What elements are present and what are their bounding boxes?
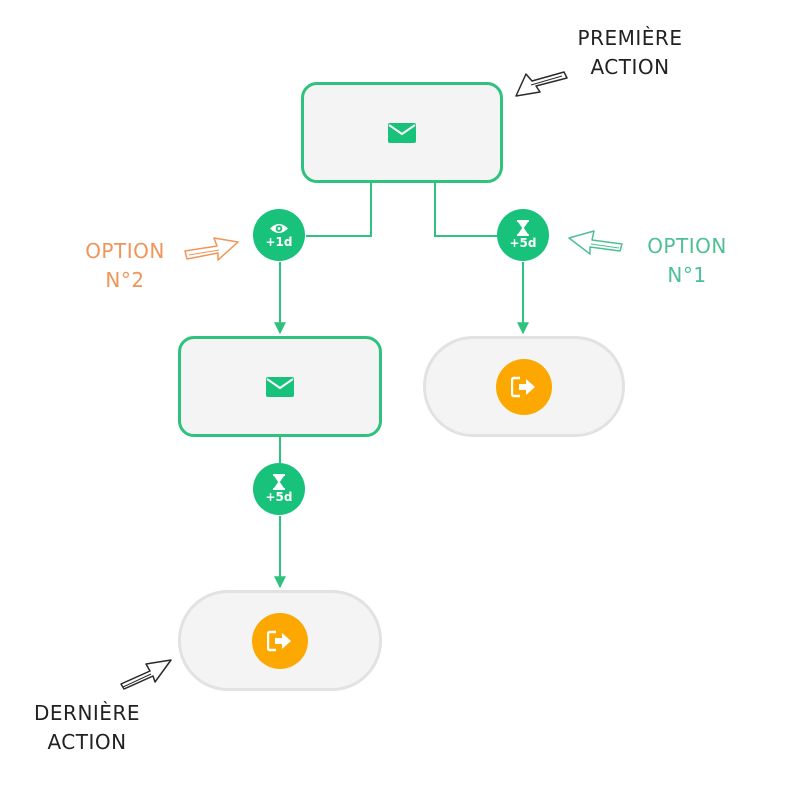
annotation-line: ACTION <box>47 730 127 754</box>
annotation-derniere-action: DERNIÈRE ACTION <box>12 699 162 757</box>
annotation-premiere-action: PREMIÈRE ACTION <box>555 24 705 82</box>
sketch-arrow-premiere <box>515 71 568 97</box>
exit-node-right[interactable] <box>423 336 625 437</box>
eye-icon <box>270 223 288 233</box>
exit-node-bottom[interactable] <box>178 590 382 691</box>
annotation-line: DERNIÈRE <box>34 701 140 725</box>
envelope-icon <box>388 122 416 143</box>
annotation-line: N°1 <box>667 263 707 287</box>
annotation-line: OPTION <box>85 239 165 263</box>
step-label: +1d <box>265 234 293 249</box>
sketch-arrow-option2 <box>184 237 239 261</box>
annotation-option-2: OPTION N°2 <box>65 237 185 295</box>
exit-icon <box>511 376 535 397</box>
annotation-line: N°2 <box>105 268 145 292</box>
sketch-arrow-derniere <box>120 659 172 690</box>
connector-first-to-option1 <box>434 182 497 237</box>
annotation-line: ACTION <box>590 55 670 79</box>
annotation-line: OPTION <box>647 234 727 258</box>
step-label: +5d <box>265 490 293 504</box>
exit-icon <box>267 630 291 651</box>
first-action-node[interactable] <box>301 82 503 183</box>
step-wait-right[interactable]: +5d <box>497 209 549 261</box>
envelope-icon <box>266 376 294 397</box>
step-wait-bottom[interactable]: +5d <box>253 463 305 515</box>
hourglass-icon <box>273 474 285 490</box>
step-open-delay[interactable]: +1d <box>253 209 305 261</box>
connector-first-to-option2 <box>306 182 372 237</box>
sketch-arrow-option1 <box>568 230 623 255</box>
exit-badge <box>252 612 308 669</box>
hourglass-icon <box>517 220 529 236</box>
annotation-line: PREMIÈRE <box>577 26 683 50</box>
annotation-option-1: OPTION N°1 <box>627 232 747 290</box>
step-label: +5d <box>509 236 537 250</box>
exit-badge <box>496 358 552 415</box>
second-action-node[interactable] <box>178 336 382 437</box>
